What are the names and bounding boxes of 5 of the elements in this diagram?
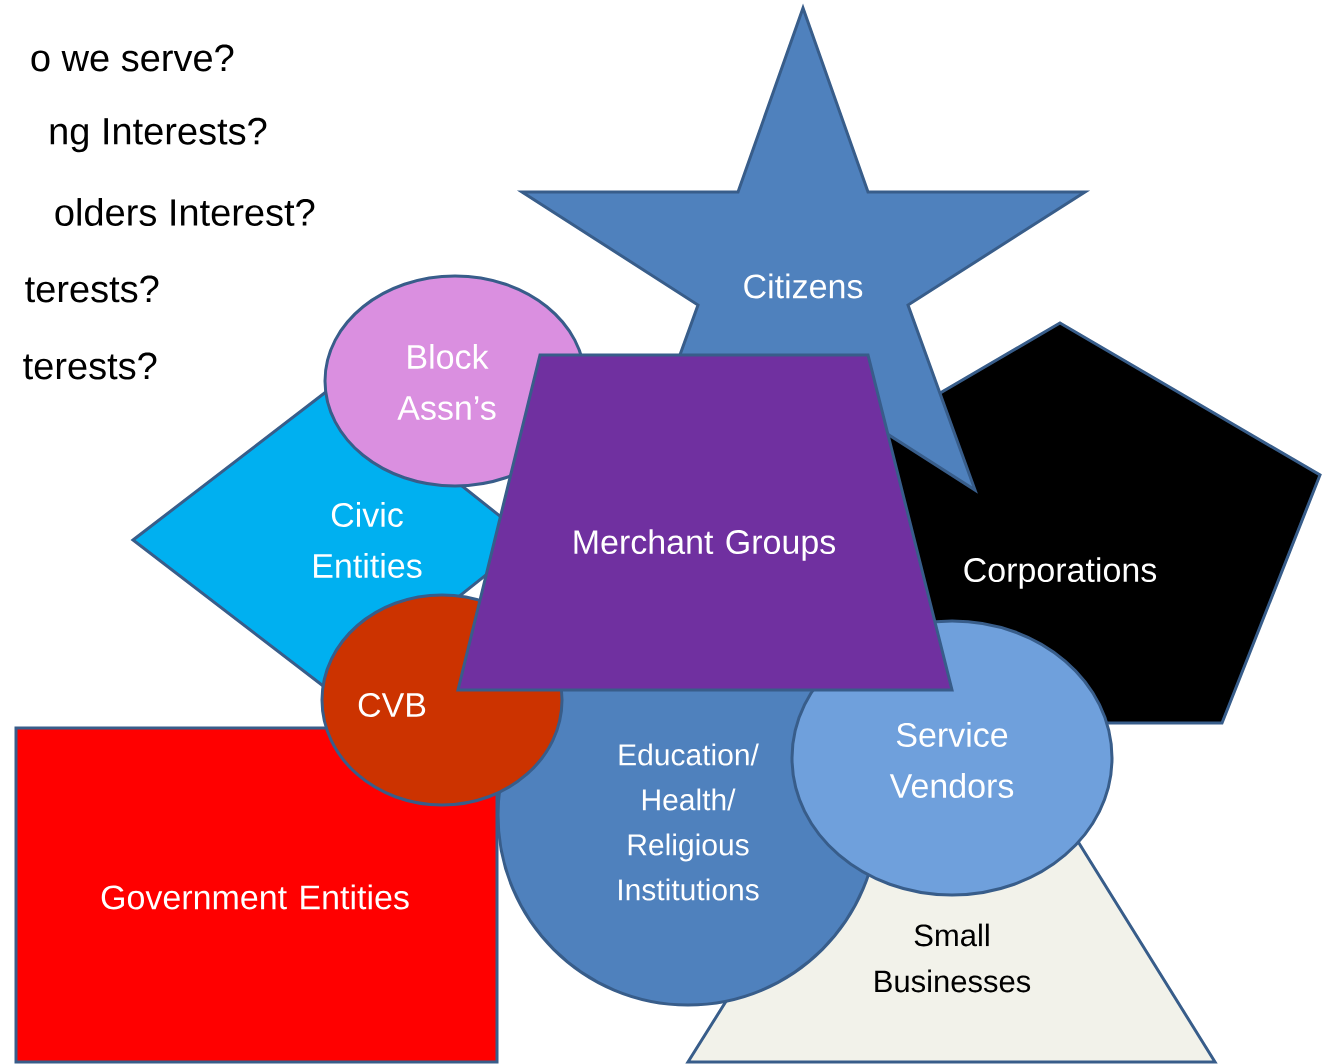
question-text: o we serve?	[31, 44, 234, 72]
question-text: terests?	[25, 275, 159, 303]
question-text: olders Interest?	[55, 198, 315, 226]
question-text: terests?	[23, 352, 157, 380]
question-text: ng Interests?	[50, 117, 267, 153]
